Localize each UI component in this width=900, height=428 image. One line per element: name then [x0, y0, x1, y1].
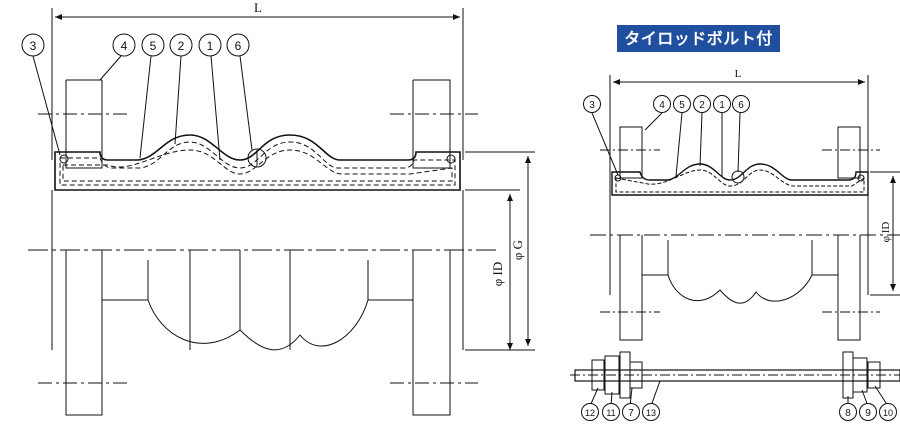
callout-4-right: 4 [653, 95, 671, 113]
callout-label: 7 [628, 408, 634, 419]
callout-6-left: 6 [226, 33, 250, 57]
callout-label: 1 [719, 100, 725, 111]
callout-label: 2 [178, 39, 185, 53]
callout-8: 8 [839, 403, 857, 421]
right-dim-length-label: L [735, 68, 742, 80]
callout-label: 9 [865, 408, 871, 419]
callout-label: 5 [679, 100, 685, 111]
callout-2-right: 2 [693, 95, 711, 113]
callout-5-right: 5 [673, 95, 691, 113]
left-dim-diameters: φ ID φ G [490, 240, 525, 286]
callout-12: 12 [581, 403, 599, 421]
callout-1-right: 1 [713, 95, 731, 113]
callout-3-right: 3 [583, 95, 601, 113]
callout-4-left: 4 [112, 33, 136, 57]
right-dim-id-label: φ ID [880, 222, 892, 243]
callout-5-left: 5 [141, 33, 165, 57]
left-dim-g-label: φ G [510, 240, 525, 260]
left-dim-length-label: L [254, 0, 262, 15]
callout-1-left: 1 [198, 33, 222, 57]
callout-7: 7 [622, 403, 640, 421]
callout-label: 4 [659, 100, 665, 111]
callout-label: 8 [845, 408, 851, 419]
left-view [28, 8, 535, 416]
right-callouts-bottom: 12 11 7 13 8 9 10 [581, 403, 897, 421]
callout-label: 13 [646, 408, 656, 418]
callout-label: 6 [235, 39, 242, 53]
callout-label: 5 [150, 39, 157, 53]
callout-13: 13 [642, 403, 660, 421]
callout-label: 12 [585, 408, 595, 418]
callout-label: 11 [606, 408, 615, 418]
callout-10: 10 [879, 403, 897, 421]
left-dim-L: L [254, 0, 262, 15]
callout-2-left: 2 [169, 33, 193, 57]
callout-11: 11 [602, 403, 620, 421]
callout-label: 1 [207, 39, 214, 53]
right-view [570, 75, 900, 407]
callout-9: 9 [859, 403, 877, 421]
callout-label: 3 [589, 100, 595, 111]
callout-label: 6 [738, 100, 744, 111]
callout-label: 2 [699, 100, 705, 111]
tie-rod-title: タイロッドボルト付 [617, 25, 780, 52]
left-dim-id-label: φ ID [490, 262, 505, 286]
callout-label: 3 [30, 39, 37, 53]
left-callouts: 3 4 5 2 1 6 [21, 33, 250, 57]
callout-3-left: 3 [21, 33, 45, 57]
callout-label: 4 [121, 39, 128, 53]
right-callouts-top: 3 4 5 2 1 6 [583, 95, 750, 113]
callout-6-right: 6 [732, 95, 750, 113]
callout-label: 10 [883, 408, 893, 418]
